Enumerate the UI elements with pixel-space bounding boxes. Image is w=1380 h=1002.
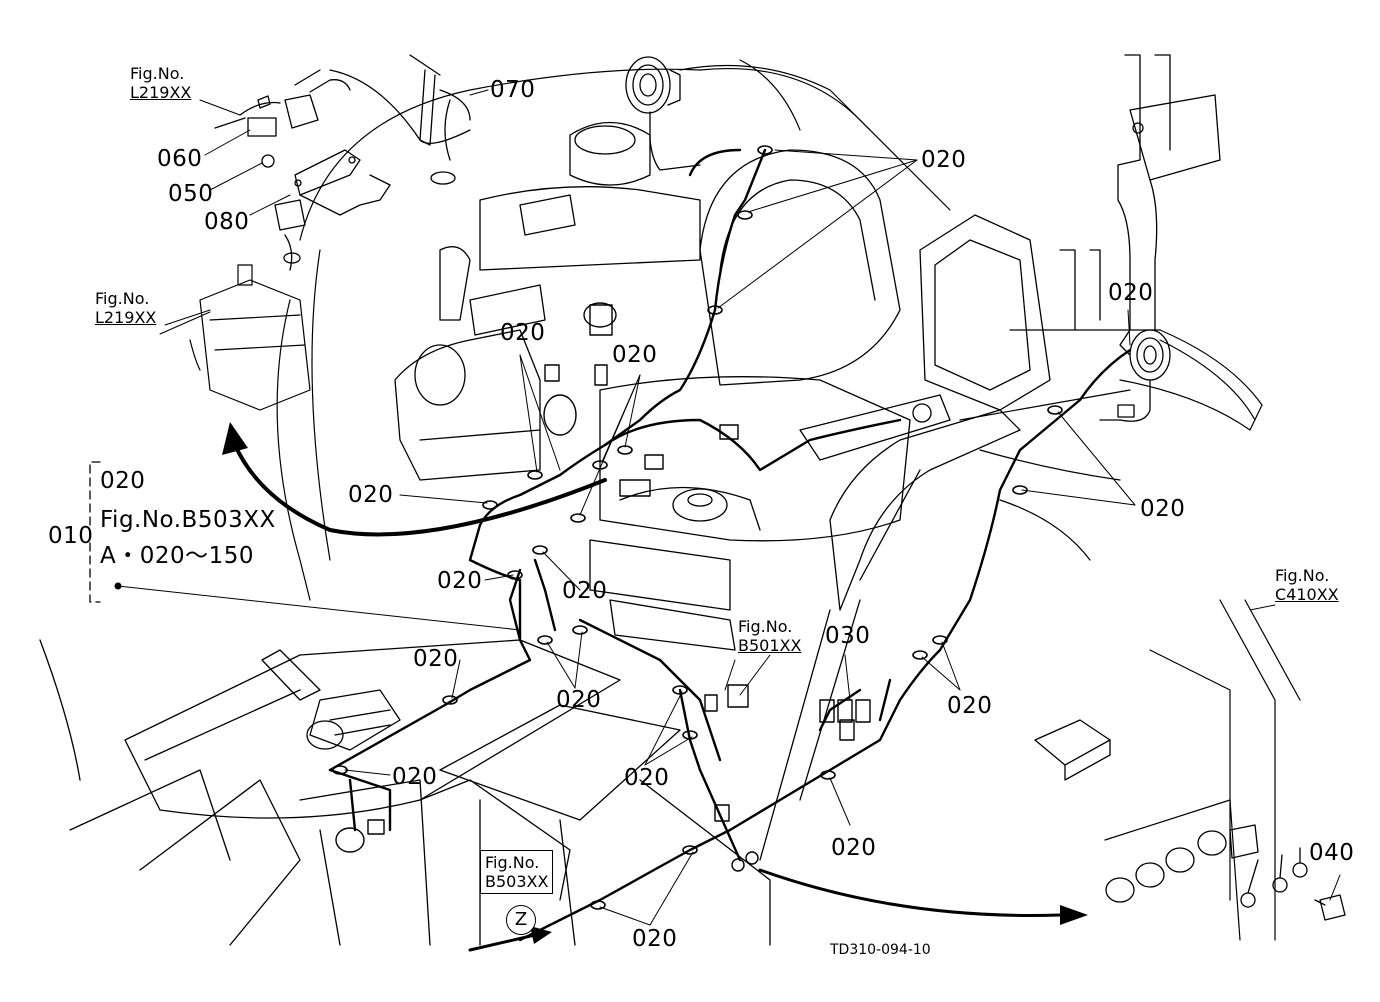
part-number-020[interactable]: 020: [632, 926, 678, 952]
leader-lines: [117, 89, 1341, 926]
part-number-060[interactable]: 060: [157, 146, 203, 172]
leader-dot: [114, 582, 122, 590]
note-bracket: [89, 461, 101, 603]
part-number-020[interactable]: 020: [392, 764, 438, 790]
fig-ref-b503-box[interactable]: Fig.No. B503XX: [480, 850, 554, 895]
assembly-note-line2: Fig.No.B503XX: [100, 507, 276, 533]
fig-ref-code[interactable]: L219XX: [95, 308, 157, 328]
assembly-note-line1: 020: [100, 468, 146, 494]
part-number-020[interactable]: 020: [1108, 280, 1154, 306]
fig-ref-title: Fig.No.: [738, 617, 793, 636]
part-number-020[interactable]: 020: [556, 687, 602, 713]
work-light-rear: [1099, 329, 1171, 422]
part-number-020[interactable]: 020: [413, 646, 459, 672]
battery-ground-terminals: [1034, 719, 1346, 921]
wire-clamps: [332, 145, 1063, 910]
direction-arrows: [222, 422, 1088, 952]
drawing-code: TD310-094-10: [830, 942, 931, 958]
part-number-070[interactable]: 070: [490, 77, 536, 103]
part-number-020[interactable]: 020: [562, 578, 608, 604]
part-number-020[interactable]: 020: [947, 693, 993, 719]
fig-ref-code: B503XX: [485, 872, 549, 892]
view-z-marker: Z: [506, 905, 536, 935]
harness-connectors: [335, 302, 871, 872]
detail-parts-topleft: [214, 54, 471, 271]
part-number-020[interactable]: 020: [921, 147, 967, 173]
part-number-040[interactable]: 040: [1309, 840, 1355, 866]
fig-ref-title: Fig.No.: [485, 853, 540, 872]
fig-ref-l219-top: Fig.No. L219XX: [130, 64, 191, 102]
fig-ref-title: Fig.No.: [130, 64, 185, 83]
fuel-tank: [189, 264, 311, 411]
fig-ref-code[interactable]: B501XX: [738, 636, 802, 656]
fig-ref-b501: Fig.No. B501XX: [738, 617, 801, 655]
fig-ref-code[interactable]: L219XX: [130, 83, 192, 103]
part-number-020[interactable]: 020: [348, 482, 394, 508]
fender-body-outline: [276, 59, 1301, 941]
part-number-020[interactable]: 020: [1140, 496, 1186, 522]
assembly-note-line3: A・020～150: [100, 543, 255, 569]
operator-seat: [589, 149, 1051, 651]
foot-pedal: [261, 649, 401, 751]
rops-frame: [1059, 54, 1221, 331]
fig-ref-c410: Fig.No. C410XX: [1275, 566, 1339, 604]
assembly-part-number: 010: [48, 523, 94, 549]
fig-ref-title: Fig.No.: [1275, 566, 1330, 585]
part-number-020[interactable]: 020: [612, 342, 658, 368]
part-number-050[interactable]: 050: [168, 181, 214, 207]
part-number-020[interactable]: 020: [437, 568, 483, 594]
part-number-020[interactable]: 020: [624, 765, 670, 791]
fig-ref-leaders: [159, 311, 736, 691]
fig-ref-l219-mid: Fig.No. L219XX: [95, 289, 156, 327]
part-number-030[interactable]: 030: [825, 623, 871, 649]
work-light-front: [625, 56, 701, 171]
part-number-080[interactable]: 080: [204, 209, 250, 235]
fig-ref-code[interactable]: C410XX: [1275, 585, 1339, 605]
part-number-020[interactable]: 020: [831, 835, 877, 861]
steering-console: [394, 121, 701, 481]
part-number-020[interactable]: 020: [500, 320, 546, 346]
floor-step-plate: [39, 639, 771, 946]
harness-wires: [328, 148, 1132, 942]
fig-ref-title: Fig.No.: [95, 289, 150, 308]
